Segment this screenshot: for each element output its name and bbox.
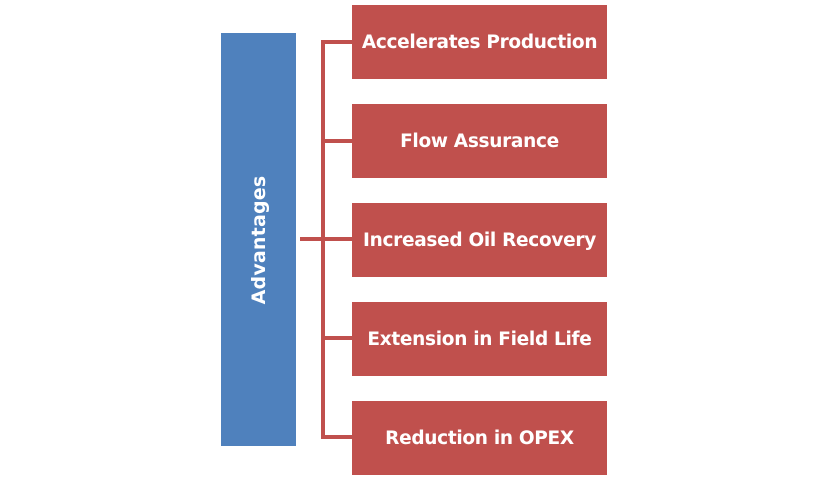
child-node-label: Flow Assurance (400, 130, 559, 152)
connector-branch-2 (321, 139, 352, 143)
child-node-label: Reduction in OPEX (385, 427, 574, 449)
child-node-flow-assurance: Flow Assurance (352, 104, 607, 178)
child-node-label: Extension in Field Life (367, 328, 592, 350)
connector-branch-1 (321, 40, 352, 44)
child-node-increased-oil-recovery: Increased Oil Recovery (352, 203, 607, 277)
connector-branch-5 (321, 435, 352, 439)
connector-vertical-spine (321, 40, 325, 438)
child-node-label: Increased Oil Recovery (363, 229, 596, 251)
root-node-advantages: Advantages (221, 33, 296, 446)
child-node-reduction-in-opex: Reduction in OPEX (352, 401, 607, 475)
child-node-extension-in-field-life: Extension in Field Life (352, 302, 607, 376)
connector-branch-3 (325, 237, 352, 241)
child-node-accelerates-production: Accelerates Production (352, 5, 607, 79)
child-node-label: Accelerates Production (361, 31, 598, 53)
connector-branch-4 (321, 336, 352, 340)
root-node-label: Advantages (247, 175, 270, 304)
connector-root-stub (300, 237, 324, 241)
